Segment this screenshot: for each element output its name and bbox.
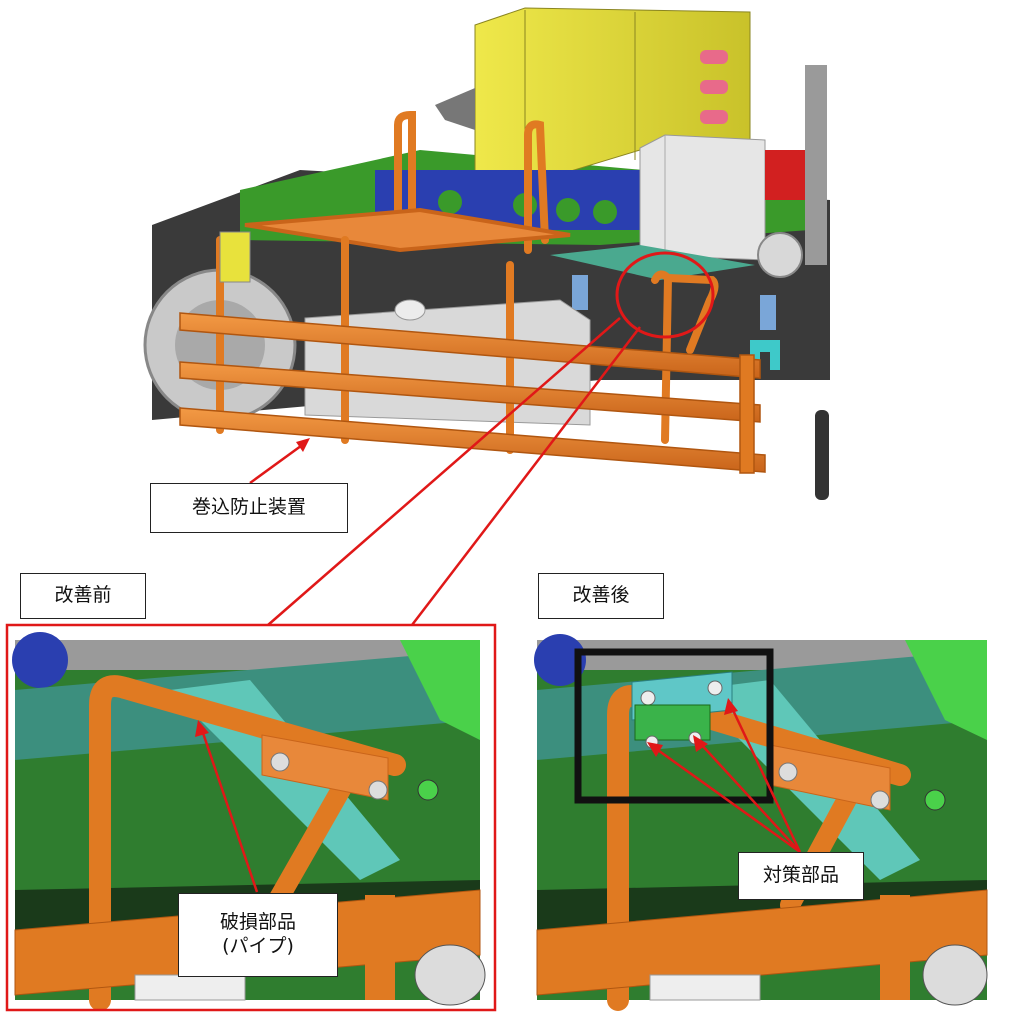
zoom-leader-left	[267, 317, 621, 626]
device-label: 巻込防止装置	[150, 483, 348, 533]
damaged-arrow	[200, 729, 259, 893]
countermeasure-arrow-3	[654, 746, 801, 854]
countermeasure-arrow-1-head	[724, 698, 738, 715]
countermeasure-label-text: 対策部品	[762, 864, 839, 887]
after-label-text: 改善後	[572, 584, 630, 607]
damaged-arrow-head	[195, 720, 209, 737]
before-detail-image	[12, 632, 486, 1011]
before-label-text: 改善前	[54, 584, 112, 607]
zoom-leader-right	[411, 326, 641, 626]
device-arrow-head	[296, 438, 310, 452]
before-frame	[5, 623, 497, 1012]
damaged-part-label: 破損部品 (パイプ)	[178, 893, 338, 977]
device-label-text: 巻込防止装置	[191, 496, 306, 519]
vehicle-overview	[143, 7, 830, 500]
after-label: 改善後	[538, 573, 664, 619]
countermeasure-arrow-3-head	[647, 742, 663, 757]
damaged-part-label-line2: (パイプ)	[222, 935, 294, 957]
before-label: 改善前	[20, 573, 146, 619]
device-arrow	[249, 441, 306, 485]
damaged-part-label-line1: 破損部品	[219, 911, 296, 934]
countermeasure-arrow-2	[699, 742, 801, 853]
after-highlight-frame	[574, 648, 774, 804]
countermeasure-arrow-1	[730, 707, 802, 853]
after-detail-image	[534, 634, 988, 1011]
countermeasure-label: 対策部品	[738, 852, 864, 900]
countermeasure-arrow-2-head	[693, 735, 708, 752]
